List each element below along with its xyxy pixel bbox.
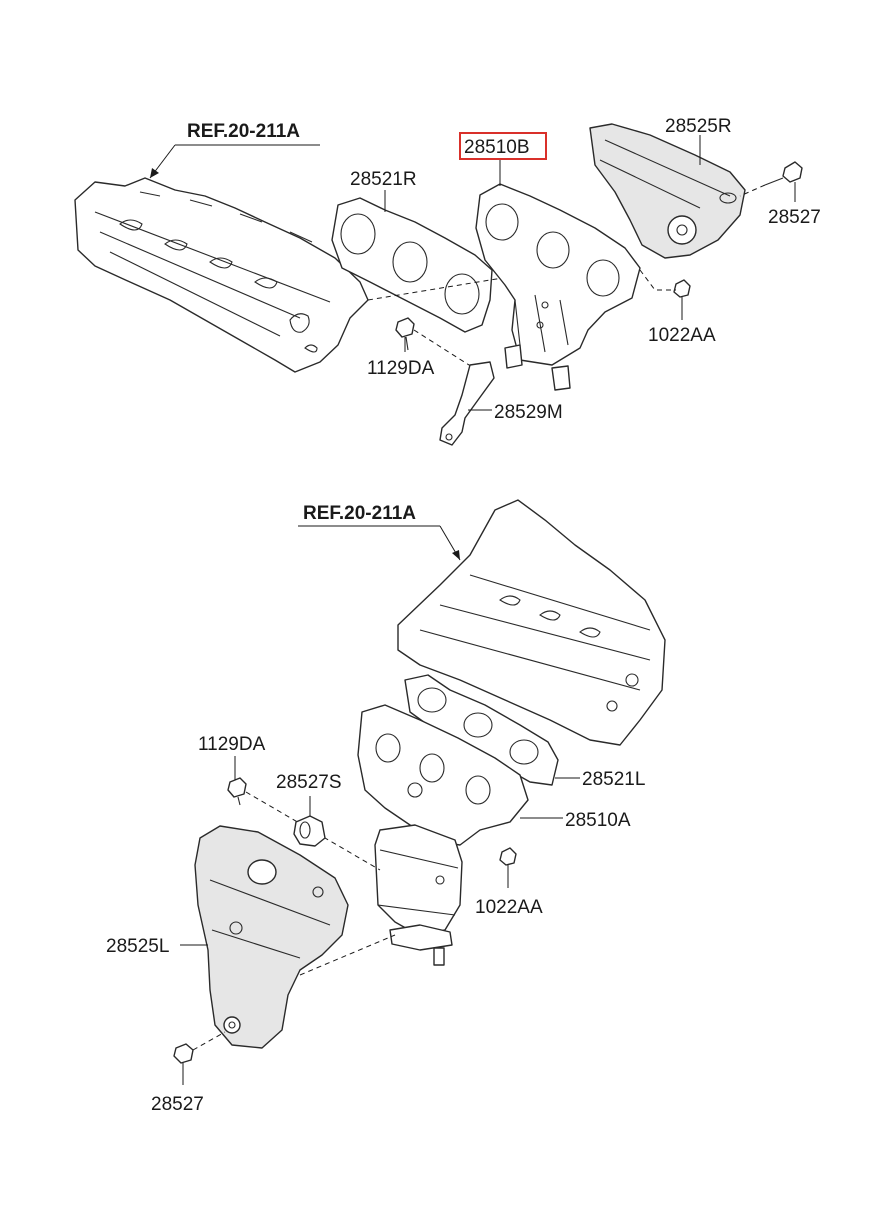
- heat-shield-r: [589, 123, 746, 259]
- upper-assembly: REF.20-211A 28521R 28510B: [74, 116, 821, 446]
- dash-stud-upper: [413, 329, 481, 373]
- ref-label-lower: REF.20-211A: [303, 503, 416, 524]
- highlight-box-manifold-b: [459, 132, 547, 160]
- bracket: [439, 361, 495, 446]
- label-manifold-b: 28510B: [464, 137, 530, 158]
- dash-head-gasket: [367, 261, 601, 301]
- ref-arrowhead-lower: [452, 550, 460, 560]
- cylinder-head-lower: [397, 499, 666, 746]
- nut-upper: [673, 279, 691, 298]
- label-heat-shield-l: 28525L: [106, 936, 169, 957]
- label-gasket-l: 28521L: [582, 769, 645, 790]
- gasket-r: [331, 197, 493, 333]
- dash-shield-manifold: [299, 934, 396, 976]
- dash-stud-lower: [245, 791, 381, 871]
- label-spacer: 28527S: [276, 772, 342, 793]
- manifold-b: [475, 183, 641, 391]
- spacer: [293, 815, 326, 847]
- label-bracket: 28529M: [494, 402, 563, 423]
- label-stud-upper: 1129DA: [367, 358, 435, 379]
- heat-shield-l: [194, 825, 349, 1049]
- bolt-lower: [173, 1043, 194, 1064]
- stud-bolt-upper: [395, 317, 415, 351]
- label-nut-lower: 1022AA: [475, 897, 543, 918]
- dash-nut-upper: [639, 269, 676, 291]
- nut-lower: [499, 847, 517, 866]
- label-heat-shield-r: 28525R: [665, 116, 732, 137]
- cylinder-head-upper: [74, 177, 369, 373]
- dash-bolt-shield: [739, 184, 766, 197]
- lower-assembly: REF.20-211A 28521L 28510A: [106, 499, 666, 1115]
- label-nut-upper: 1022AA: [648, 325, 716, 346]
- label-stud-lower: 1129DA: [198, 734, 266, 755]
- stud-bolt-lower: [227, 777, 247, 806]
- label-bolt-upper: 28527: [768, 207, 821, 228]
- label-gasket-r: 28521R: [350, 169, 417, 190]
- label-manifold-a: 28510A: [565, 810, 631, 831]
- ref-arrowhead-upper: [150, 168, 159, 178]
- ref-label-upper: REF.20-211A: [187, 121, 300, 142]
- label-bolt-lower: 28527: [151, 1094, 204, 1115]
- bolt-upper: [764, 161, 803, 186]
- manifold-a: [357, 704, 529, 966]
- dash-bolt-lower: [192, 1031, 226, 1051]
